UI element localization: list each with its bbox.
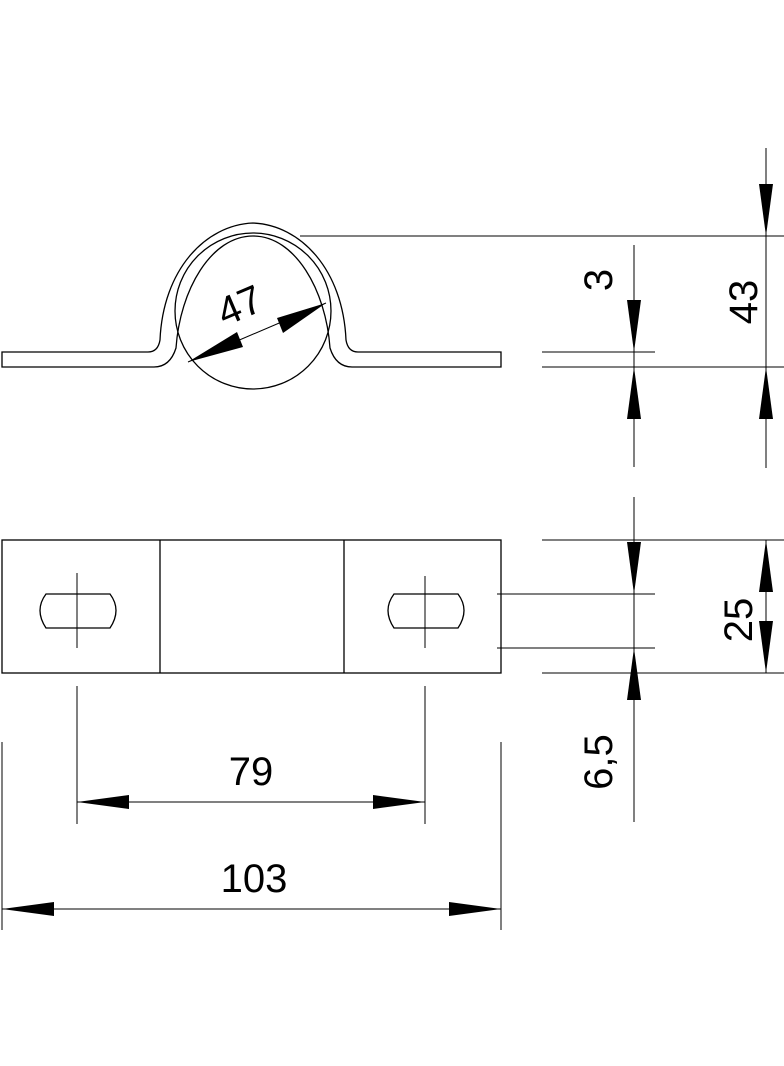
spacing-arrow-right (373, 795, 425, 809)
overall-length-label: 103 (221, 857, 288, 901)
strap-outline (1, 222, 502, 368)
mounting-hole-left (39, 593, 117, 629)
hole-spacing-label: 79 (229, 750, 274, 794)
diameter-label: 47 (211, 277, 269, 335)
height-arrow-top (759, 184, 773, 236)
side-view: 47 3 43 (1, 148, 784, 468)
strap-width-arrow-bottom (759, 621, 773, 673)
height-label: 43 (722, 280, 766, 325)
pipe-circle (174, 232, 332, 390)
length-arrow-right (449, 902, 501, 916)
strap-width-label: 25 (717, 598, 761, 643)
hole-arrow-bottom (627, 648, 641, 700)
thickness-label: 3 (577, 269, 621, 291)
height-arrow-bottom (759, 367, 773, 419)
hole-arrow-top (627, 542, 641, 594)
strap-plan-outline (1, 539, 502, 674)
thickness-arrow-top (627, 300, 641, 352)
diameter-arrow-left (188, 332, 243, 362)
diameter-arrow-right (277, 303, 326, 333)
top-view: 6,5 25 79 103 (1, 497, 784, 930)
spacing-arrow-left (77, 795, 129, 809)
thickness-arrow-bottom (627, 367, 641, 419)
mounting-hole-right (387, 593, 465, 629)
length-arrow-left (2, 902, 54, 916)
hole-width-label: 6,5 (577, 734, 621, 790)
strap-width-arrow-top (759, 540, 773, 592)
